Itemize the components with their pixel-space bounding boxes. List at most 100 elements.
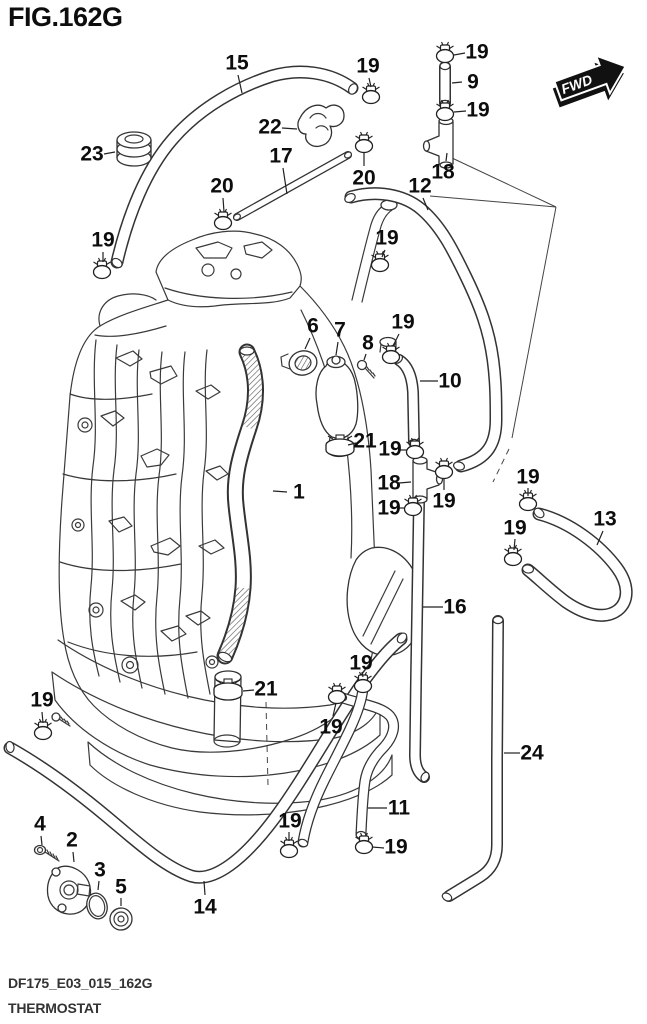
thermostat-6 — [280, 350, 318, 376]
callout-19: 19 — [319, 716, 342, 739]
callout-19: 19 — [466, 99, 489, 122]
callout-11: 11 — [388, 797, 411, 820]
callout-leader-19 — [371, 846, 385, 849]
callout-6: 6 — [307, 315, 319, 338]
callout-19: 19 — [391, 311, 414, 334]
clip-22 — [297, 104, 345, 148]
callout-7: 7 — [334, 319, 346, 342]
fwd-arrow-icon: FWD — [552, 54, 628, 108]
fittings — [33, 104, 454, 931]
callout-leader-1 — [272, 490, 288, 493]
hose-13 — [522, 506, 626, 615]
callout-leader-20 — [222, 197, 225, 213]
callout-19: 19 — [516, 466, 539, 489]
hose-clamp-icon — [354, 131, 374, 154]
hose-24 — [441, 616, 503, 902]
callout-19: 19 — [384, 836, 407, 859]
callout-9: 9 — [467, 71, 479, 94]
callout-18: 18 — [431, 161, 455, 184]
hose-clamp-icon — [503, 544, 523, 567]
callout-3: 3 — [94, 859, 106, 882]
callout-2: 2 — [66, 829, 78, 852]
callout-15: 15 — [225, 52, 249, 75]
callout-23: 23 — [80, 143, 103, 166]
callout-1: 1 — [293, 481, 305, 504]
callout-19: 19 — [349, 652, 372, 675]
callout-leader-13 — [596, 530, 604, 546]
hose-clamp-icon — [435, 41, 455, 64]
callout-leader-23 — [103, 151, 116, 155]
callout-20: 20 — [210, 175, 233, 198]
hose-14 — [5, 632, 408, 877]
callout-21: 21 — [353, 430, 377, 453]
callout-19: 19 — [503, 517, 526, 540]
hose-15 — [110, 72, 359, 269]
callout-leader-19 — [392, 333, 400, 347]
hose-10 — [392, 353, 419, 447]
callout-leader-21 — [347, 442, 357, 446]
bolt-8 — [356, 359, 376, 379]
callout-leader-6 — [304, 337, 311, 350]
callout-leader-19 — [513, 538, 516, 551]
callout-leader-9 — [451, 81, 463, 84]
tube-17 — [232, 151, 353, 221]
callout-13: 13 — [593, 508, 616, 531]
footer-part-title: THERMOSTAT — [8, 1000, 102, 1016]
hose-clamp-icon — [213, 208, 233, 231]
callout-14: 14 — [193, 896, 217, 919]
footer-drawing-code: DF175_E03_015_162G — [8, 975, 153, 991]
callout-leader-18 — [445, 152, 448, 162]
bolt-4 — [33, 844, 60, 862]
callout-leader-3 — [97, 880, 100, 891]
callout-leader-2 — [72, 851, 75, 863]
callout-19: 19 — [356, 55, 379, 78]
callout-leader-19 — [41, 711, 44, 724]
t-fitting-18-upper — [422, 116, 454, 169]
reference-lines — [265, 157, 557, 787]
callout-10: 10 — [438, 370, 461, 393]
callout-leader-7 — [335, 341, 339, 356]
callout-leader-14 — [203, 880, 206, 896]
hose-clamp-icon — [327, 682, 347, 705]
callout-17: 17 — [269, 145, 292, 168]
callout-leader-15 — [237, 74, 243, 94]
callout-19: 19 — [465, 41, 488, 64]
callout-leader-19 — [361, 671, 364, 678]
callout-leader-4 — [40, 835, 43, 846]
callout-leader-12 — [422, 197, 429, 211]
callout-leader-8 — [363, 353, 367, 361]
cap-5 — [109, 907, 133, 931]
callout-leader-19 — [332, 702, 337, 717]
hose-12 — [344, 192, 496, 472]
callout-22: 22 — [258, 116, 281, 139]
callout-leader-19 — [381, 249, 386, 258]
callout-leader-17 — [282, 167, 288, 195]
hose-16 — [415, 500, 431, 783]
callout-19: 19 — [432, 490, 455, 513]
figure-title: FIG.162G — [8, 2, 123, 32]
callout-18: 18 — [377, 472, 401, 495]
corrugated-tube — [216, 343, 264, 665]
callout-leader-21 — [242, 689, 255, 692]
callout-19: 19 — [377, 497, 400, 520]
engine-block-drawing — [51, 199, 422, 816]
callout-16: 16 — [443, 596, 466, 619]
callout-20: 20 — [352, 167, 375, 190]
callout-8: 8 — [362, 332, 374, 355]
o-ring-3 — [86, 892, 108, 920]
callout-leader-19 — [453, 52, 466, 56]
callout-4: 4 — [34, 813, 46, 836]
callout-19: 19 — [378, 438, 401, 461]
callout-24: 24 — [520, 742, 544, 765]
callout-19: 19 — [278, 810, 301, 833]
callout-leader-22 — [281, 127, 298, 130]
callout-leader-19 — [368, 77, 372, 88]
thermostat-cover-2 — [46, 865, 92, 915]
callout-12: 12 — [408, 175, 431, 198]
hose-clamp-icon — [92, 257, 112, 280]
grommet-23 — [116, 131, 152, 167]
callout-leader-19 — [453, 110, 467, 113]
